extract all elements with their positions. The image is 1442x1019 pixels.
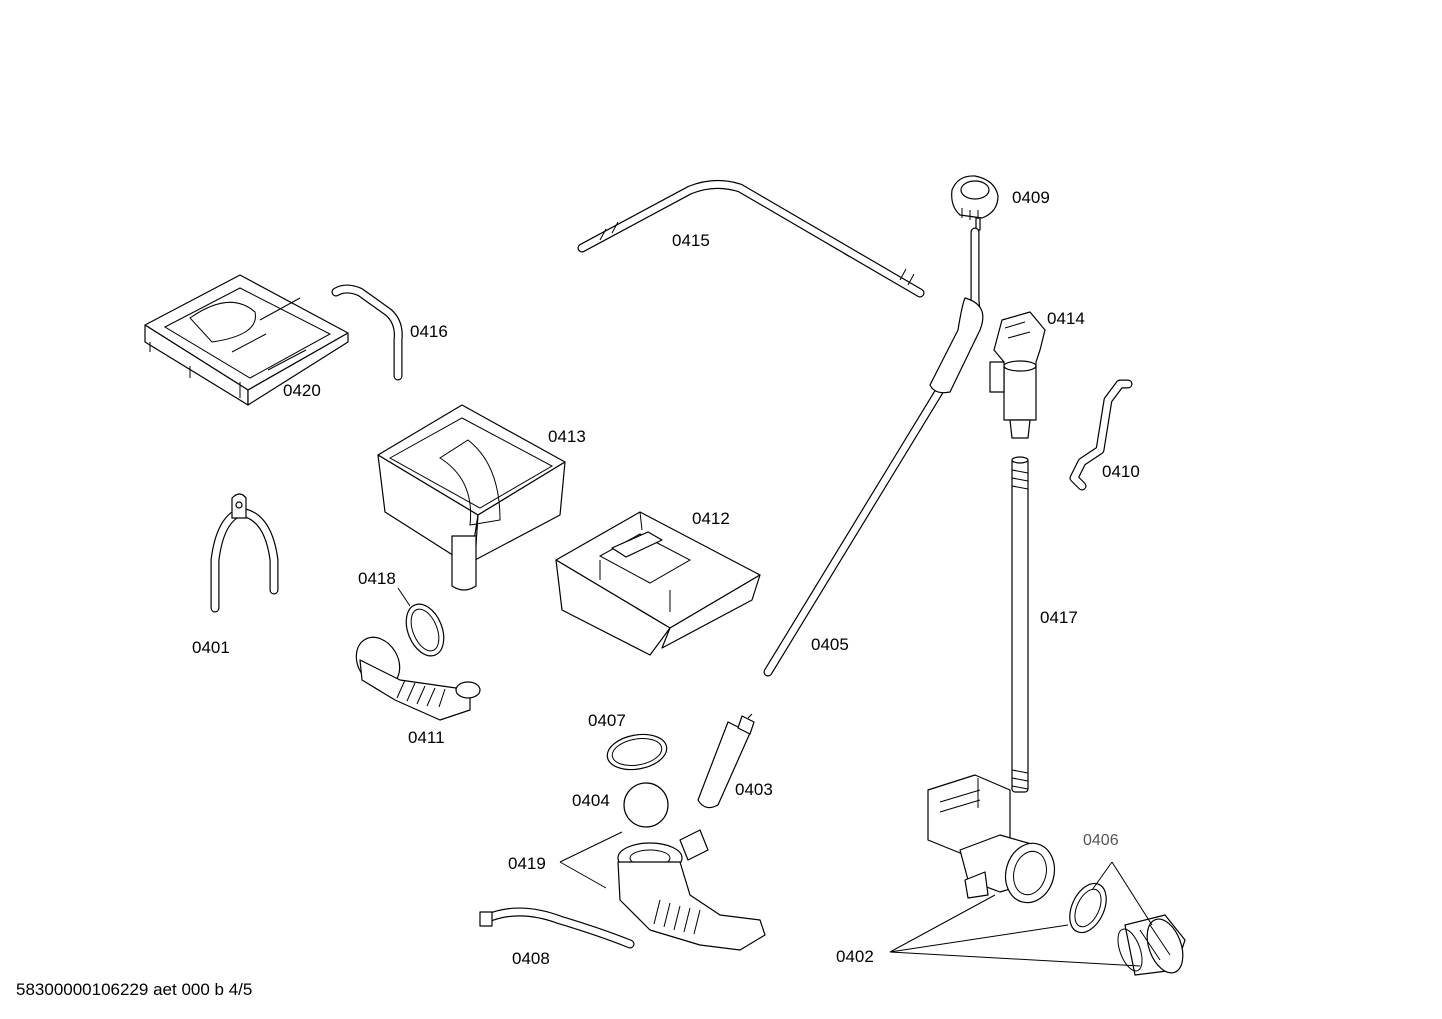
callout-0414: 0414 [1047,309,1085,328]
part-0414-air-trap [989,311,1046,439]
callout-0411: 0411 [408,728,445,747]
part-0405-pressure-tube [763,227,984,677]
callout-0420: 0420 [283,381,321,400]
callout-0405: 0405 [811,635,849,654]
callout-0412: 0412 [692,509,730,528]
part-0408-hose [479,907,635,949]
callout-0417: 0417 [1040,608,1078,627]
callout-0407: 0407 [588,711,626,730]
callout-0419: 0419 [508,854,546,873]
part-0404-ball [623,782,669,828]
callout-0404: 0404 [572,791,610,810]
callout-0410: 0410 [1102,462,1140,481]
part-0409-pressure-switch [951,175,999,231]
part-0416-bent-tube [331,284,403,381]
callout-0409: 0409 [1012,188,1050,207]
part-0417-hose [1011,456,1029,793]
part-0413-dispenser-housing [377,404,566,591]
part-0419-sump [559,829,766,951]
callout-0416: 0416 [410,322,448,341]
part-0410-rod [1069,379,1133,491]
document-id-footer: 58300000106229 aet 000 b 4/5 [16,980,253,999]
part-0415-hose [577,180,925,298]
callout-0403: 0403 [735,780,773,799]
leader-0402 [889,894,1141,967]
part-0418-ring [397,587,445,657]
callout-0406: 0406 [1083,832,1119,849]
callout-0402: 0402 [836,947,874,966]
callout-0415: 0415 [672,231,710,250]
part-0420-tray-frame [144,274,349,406]
callout-0413: 0413 [548,427,586,446]
callout-0418: 0418 [358,569,396,588]
part-0402-drain-pump [927,774,1056,904]
part-0403-pressure-chamber [697,713,755,809]
callout-0401: 0401 [192,638,230,657]
part-0411-bellows-hose [355,636,481,721]
part-0407-ring [606,733,668,771]
part-0412-detergent-drawer [555,511,761,656]
callout-0408: 0408 [512,949,550,968]
part-0401-u-pipe [210,493,279,613]
part-0406-seal-and-filter [1069,861,1186,976]
